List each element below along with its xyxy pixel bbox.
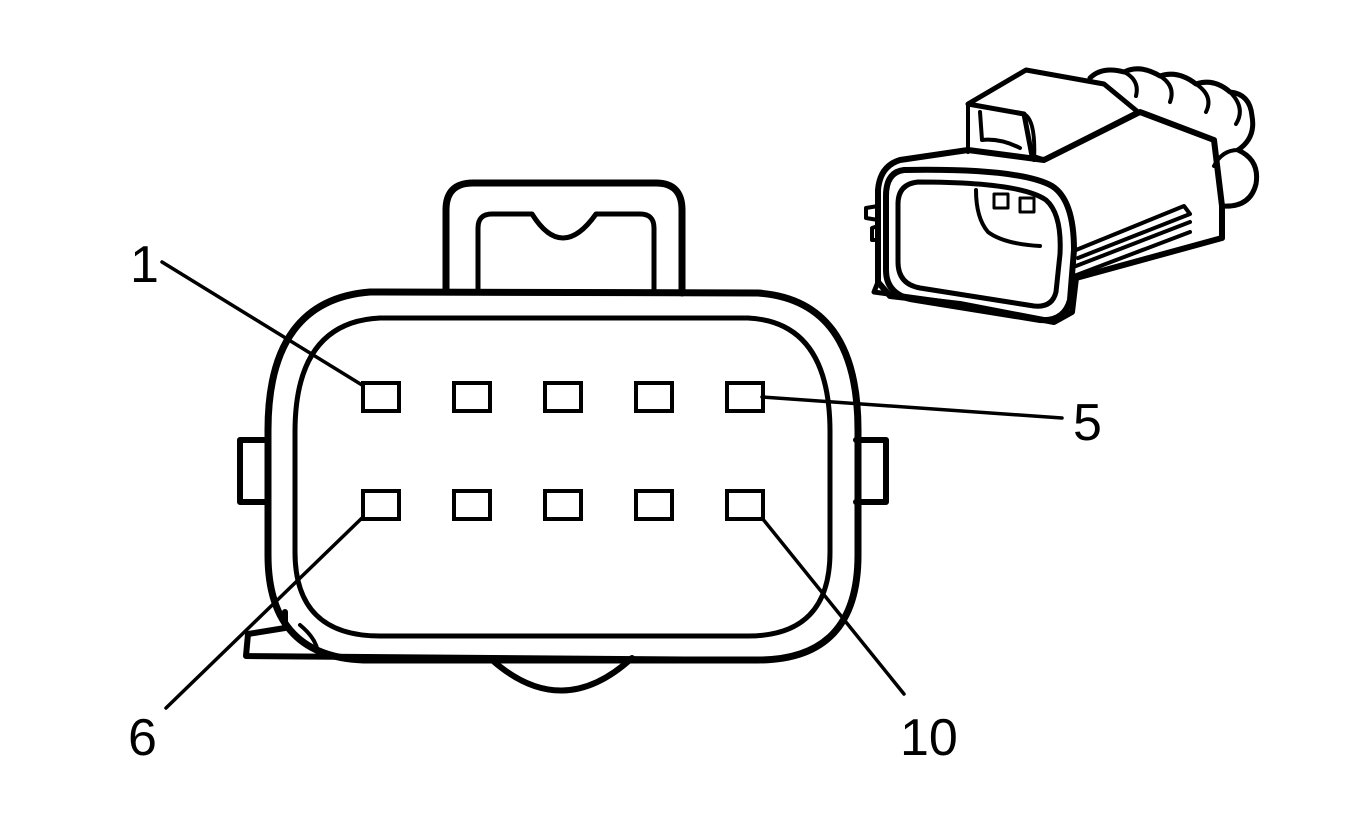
callout-pin-5: 5 [1073, 394, 1102, 452]
top-latch-front [966, 102, 1037, 162]
locking-tab-window [475, 211, 657, 295]
pin-cavity-2 [452, 381, 492, 413]
top-latch-arm [978, 110, 1022, 150]
pin-cavity-3 [543, 381, 583, 413]
callout-pin-6: 6 [128, 709, 157, 767]
callout-pin-10: 10 [900, 709, 958, 767]
side-rail-upper [1074, 204, 1192, 260]
connector-perspective-view [864, 66, 1260, 325]
left-side-latch [237, 437, 271, 505]
callout-pin-1: 1 [130, 236, 159, 294]
rear-wire-cylinders [1087, 66, 1260, 209]
left-side-clip [864, 204, 880, 242]
pin-cavity-4 [634, 381, 674, 413]
perspective-pin-2 [1018, 196, 1036, 214]
pin-cavity-10 [725, 489, 765, 521]
body-outline [875, 109, 1225, 325]
pin-cavity-5 [725, 381, 765, 413]
housing-outer-shell [264, 288, 862, 664]
front-face-well [974, 188, 1042, 248]
connector-face-view: 1 5 6 10 [128, 179, 1102, 767]
pin-cavity-6 [361, 489, 401, 521]
pin-cavity-1 [361, 381, 401, 413]
bottom-foot [871, 279, 963, 307]
locking-tab-outer [442, 179, 686, 297]
pin-cavity-7 [452, 489, 492, 521]
rear-wire-cylinder-lines [1122, 70, 1242, 168]
side-rail-lower [1072, 220, 1192, 278]
leader-line-pin-1 [160, 260, 364, 387]
leader-line-pin-10 [760, 516, 906, 696]
pin-cavity-9 [634, 489, 674, 521]
pin-cavity-8 [543, 489, 583, 521]
perspective-pin-1 [992, 192, 1010, 210]
housing-inner-rim [292, 315, 833, 639]
front-face-inner [895, 179, 1063, 309]
pin-cavities [361, 381, 765, 521]
right-side-latch [853, 437, 889, 505]
housing-bottom-bump [489, 655, 635, 694]
front-face-outer [883, 166, 1077, 324]
leader-line-pin-5 [760, 395, 1064, 420]
top-latch-block [965, 67, 1141, 163]
leader-line-pin-6 [164, 516, 364, 710]
